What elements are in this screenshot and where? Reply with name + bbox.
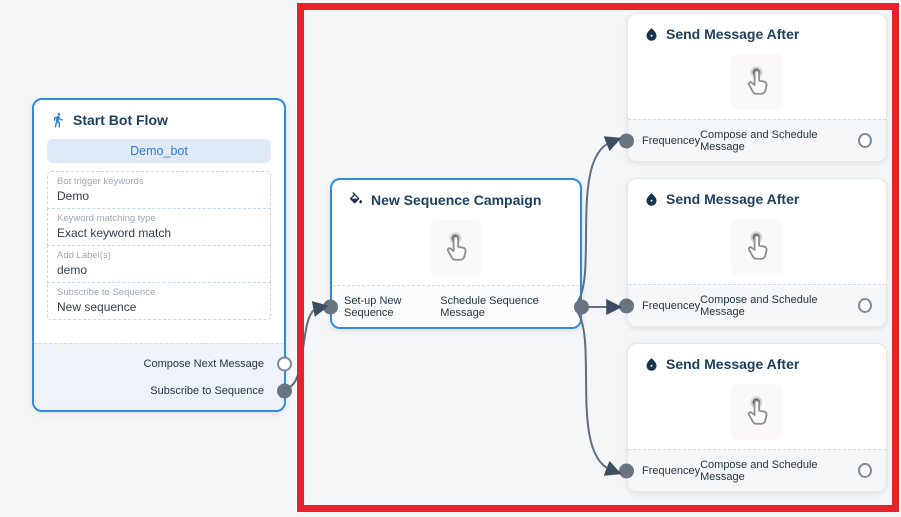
touch-pointer-icon[interactable] — [731, 54, 783, 110]
port-row-output: Compose and Schedule Message — [700, 459, 872, 483]
node-header: Start Bot Flow — [34, 100, 284, 132]
field-value: demo — [57, 263, 88, 277]
edge-sequence-to-send-3[interactable] — [577, 312, 622, 476]
output-port-schedule-sequence-message[interactable] — [574, 299, 589, 314]
touch-pointer-icon[interactable] — [731, 219, 783, 275]
node-header: Send Message After — [628, 344, 886, 376]
port-label-input: Frequencey — [642, 299, 701, 312]
node-title: New Sequence Campaign — [371, 192, 542, 208]
node-title: Start Bot Flow — [73, 112, 168, 128]
port-label: Compose Next Message — [143, 357, 264, 370]
field-bot-trigger-keywords[interactable]: Bot trigger keywords Demo — [47, 171, 271, 209]
node-start-bot-flow[interactable]: Start Bot Flow Demo_bot Bot trigger keyw… — [32, 98, 292, 412]
input-port-frequency[interactable] — [619, 298, 634, 313]
field-add-labels[interactable]: Add Label(s) demo — [47, 245, 271, 283]
node-title: Send Message After — [666, 191, 800, 207]
node-footer: Frequencey Compose and Schedule Message — [619, 449, 886, 491]
node-send-message-after-1[interactable]: Send Message After Frequencey Compose an… — [619, 13, 887, 162]
ink-bucket-icon — [349, 192, 362, 204]
port-row-compose-next-message: Compose Next Message — [50, 355, 292, 373]
port-label-input: Set-up New Sequence — [344, 294, 402, 319]
input-port-setup-new-sequence[interactable] — [323, 299, 338, 314]
port-row-output: Compose and Schedule Message — [700, 294, 872, 318]
node-footer: Compose Next Message Subscribe to Sequen… — [34, 343, 292, 410]
field-list: Bot trigger keywords Demo Keyword matchi… — [47, 171, 271, 320]
node-footer: Frequencey Compose and Schedule Message — [619, 119, 886, 161]
port-label-input: Frequencey — [642, 134, 701, 147]
field-label: Add Label(s) — [57, 250, 111, 261]
port-label-output: Compose and Schedule Message — [700, 128, 818, 153]
output-port-compose-schedule[interactable] — [857, 298, 872, 313]
port-row-output: Compose and Schedule Message — [700, 129, 872, 153]
node-header: New Sequence Campaign — [332, 180, 580, 212]
node-send-message-after-3[interactable]: Send Message After Frequencey Compose an… — [619, 343, 887, 492]
bot-name-button[interactable]: Demo_bot — [47, 139, 271, 163]
field-label: Keyword matching type — [57, 213, 156, 224]
water-drop-icon — [646, 27, 657, 41]
field-label: Bot trigger keywords — [57, 176, 144, 187]
field-label: Subscribe to Sequence — [57, 287, 156, 298]
water-drop-icon — [646, 192, 657, 206]
node-footer: Frequencey Compose and Schedule Message — [619, 284, 886, 326]
field-keyword-matching-type[interactable]: Keyword matching type Exact keyword matc… — [47, 208, 271, 246]
node-title: Send Message After — [666, 356, 800, 372]
node-footer: Set-up New Sequence Schedule Sequence Me… — [323, 285, 589, 327]
node-header: Send Message After — [628, 14, 886, 46]
touch-pointer-icon[interactable] — [731, 384, 783, 440]
input-port-frequency[interactable] — [619, 133, 634, 148]
walking-person-icon — [54, 113, 63, 128]
port-label-input: Frequencey — [642, 464, 701, 477]
water-drop-icon — [646, 357, 657, 371]
node-title: Send Message After — [666, 26, 800, 42]
output-port-subscribe-to-sequence[interactable] — [277, 383, 292, 398]
port-label-output: Compose and Schedule Message — [700, 458, 818, 483]
edge-start-to-sequence[interactable] — [282, 301, 329, 390]
touch-pointer-icon[interactable] — [430, 220, 482, 276]
output-port-compose-schedule[interactable] — [857, 133, 872, 148]
node-header: Send Message After — [628, 179, 886, 211]
output-port-compose-next-message[interactable] — [277, 356, 292, 371]
port-label: Subscribe to Sequence — [150, 384, 264, 397]
port-label-output: Compose and Schedule Message — [700, 293, 818, 318]
edge-sequence-to-send-1[interactable] — [577, 136, 622, 302]
node-new-sequence-campaign[interactable]: New Sequence Campaign Set-up New Sequenc… — [323, 178, 589, 329]
port-row-subscribe-to-sequence: Subscribe to Sequence — [50, 382, 292, 400]
field-subscribe-to-sequence[interactable]: Subscribe to Sequence New sequence — [47, 282, 271, 320]
field-value: New sequence — [57, 300, 137, 314]
field-value: Exact keyword match — [57, 226, 172, 240]
port-label-output: Schedule Sequence Message — [440, 294, 539, 319]
field-value: Demo — [57, 189, 90, 203]
output-port-compose-schedule[interactable] — [857, 463, 872, 478]
node-send-message-after-2[interactable]: Send Message After Frequencey Compose an… — [619, 178, 887, 327]
input-port-frequency[interactable] — [619, 463, 634, 478]
